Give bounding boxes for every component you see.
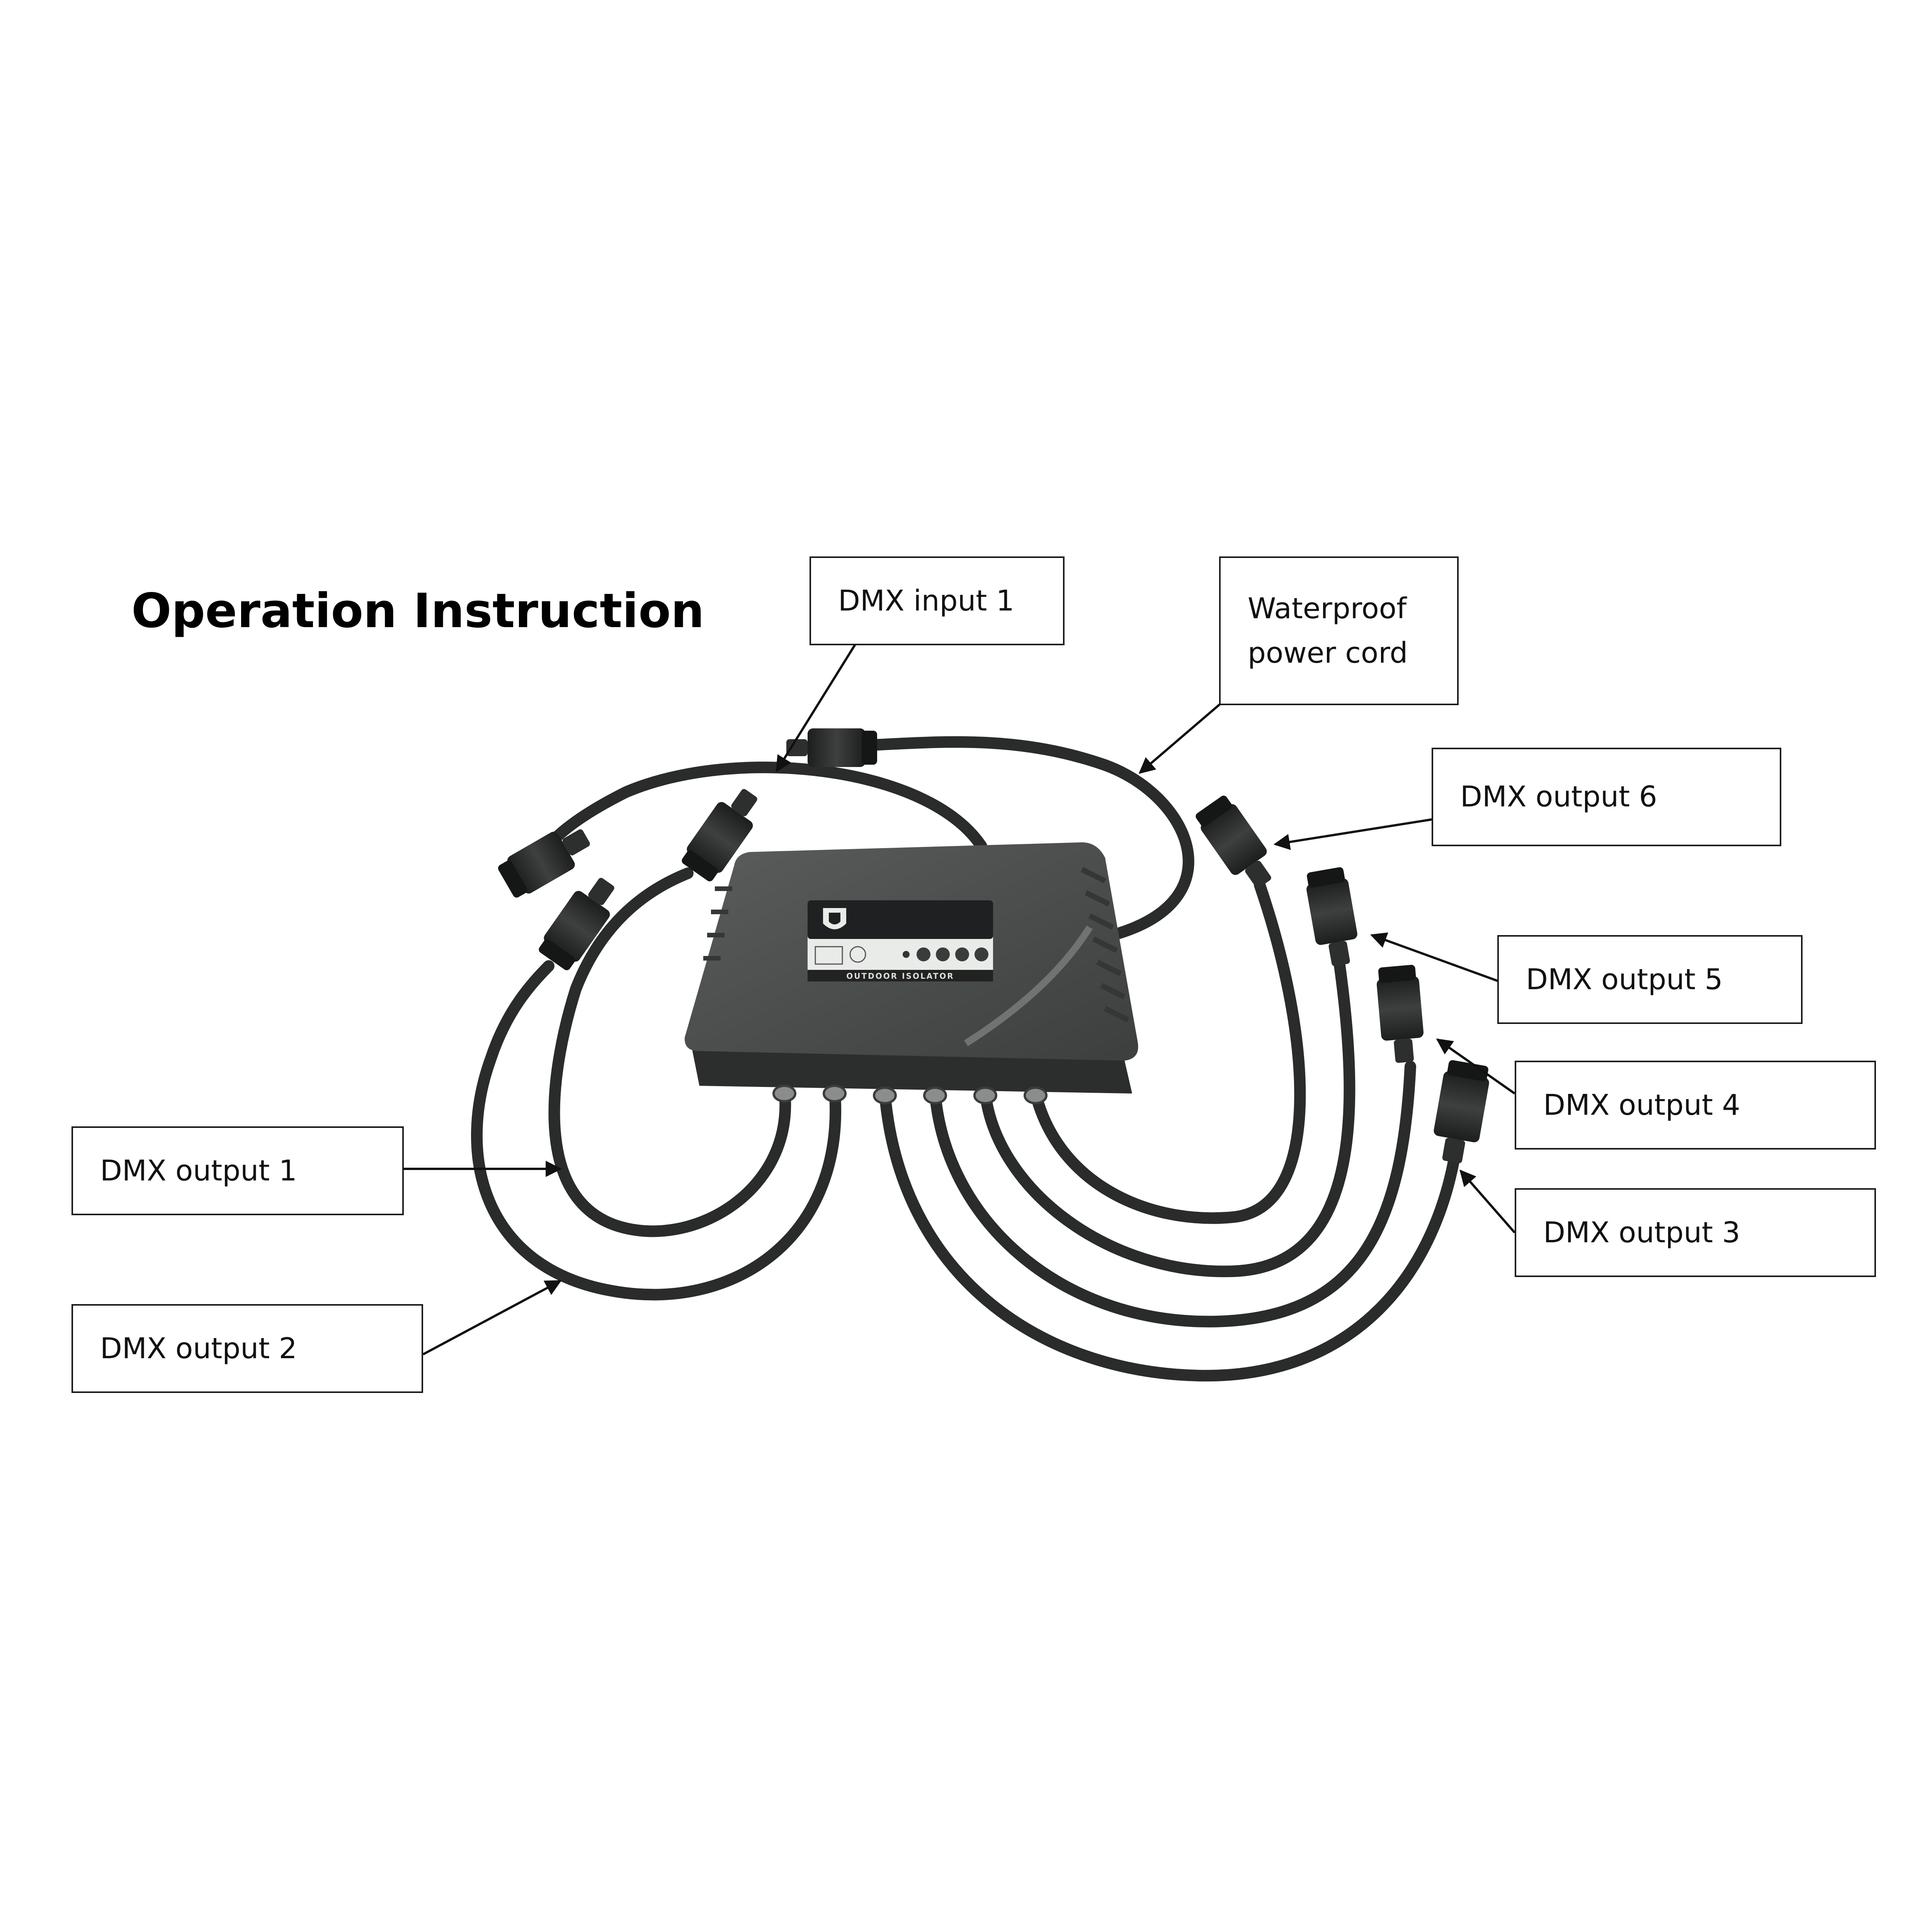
callout-arrows — [404, 643, 1516, 1355]
callout-power-cord: Waterproof power cord — [1219, 556, 1459, 705]
arrow-dmx-output-5 — [1370, 932, 1500, 983]
callout-label: DMX output 3 — [1543, 1216, 1740, 1249]
callout-label: DMX output 1 — [100, 1154, 297, 1187]
cable-dmx-output-1 — [548, 867, 791, 1237]
connector-dmx-output-4 — [1376, 964, 1424, 1063]
callout-label: DMX input 1 — [838, 584, 1014, 617]
callout-dmx-input-1: DMX input 1 — [810, 556, 1065, 645]
callout-label: Waterproof power cord — [1248, 592, 1408, 670]
callout-label: DMX output 2 — [100, 1332, 297, 1365]
callout-label: DMX output 4 — [1543, 1088, 1740, 1122]
connector-dmx-output-5 — [1306, 867, 1357, 966]
callout-label: DMX output 6 — [1460, 780, 1657, 814]
callout-dmx-output-3: DMX output 3 — [1515, 1188, 1876, 1277]
page-title: Operation Instruction — [131, 583, 704, 638]
arrow-dmx-output-3 — [1459, 1169, 1516, 1233]
connector-dmx-output-3 — [1434, 1060, 1489, 1163]
cable-power-cord — [852, 736, 1194, 941]
indicator-light — [903, 951, 910, 958]
connector-dmx-input-1 — [498, 829, 590, 898]
isolator-device: OUTDOOR ISOLATOR — [684, 842, 1138, 1104]
callout-dmx-output-1: DMX output 1 — [71, 1126, 404, 1215]
arrow-dmx-output-6 — [1273, 818, 1434, 850]
connector-dmx-output-2 — [539, 878, 614, 970]
arrow-dmx-output-4 — [1436, 1038, 1515, 1095]
cable-dmx-output-4 — [929, 1061, 1416, 1328]
arrow-dmx-input-1 — [776, 643, 857, 772]
callout-dmx-output-4: DMX output 4 — [1515, 1061, 1876, 1150]
connector-dmx-output-1 — [682, 789, 757, 881]
cable-dmx-output-3 — [879, 1088, 1463, 1382]
callout-dmx-output-5: DMX output 5 — [1497, 935, 1803, 1024]
device-label-text: OUTDOOR ISOLATOR — [846, 971, 954, 981]
connectors — [498, 728, 1489, 1163]
arrow-dmx-output-2 — [422, 1280, 562, 1355]
output-ports — [772, 1085, 1048, 1104]
callout-label: DMX output 5 — [1526, 963, 1723, 996]
cable-dmx-input-1 — [531, 762, 987, 867]
cables — [471, 736, 1463, 1382]
arrow-power-cord — [1138, 702, 1222, 774]
cable-dmx-output-5 — [980, 941, 1355, 1277]
callout-dmx-output-6: DMX output 6 — [1432, 748, 1781, 846]
cable-dmx-output-6 — [1030, 879, 1306, 1224]
device-ribs — [1080, 867, 1130, 1023]
shield-icon — [823, 908, 846, 929]
connector-dmx-output-6 — [1196, 796, 1271, 888]
cable-dmx-output-2 — [471, 960, 841, 1301]
connector-power-cord — [786, 728, 877, 767]
callout-dmx-output-2: DMX output 2 — [71, 1304, 423, 1393]
